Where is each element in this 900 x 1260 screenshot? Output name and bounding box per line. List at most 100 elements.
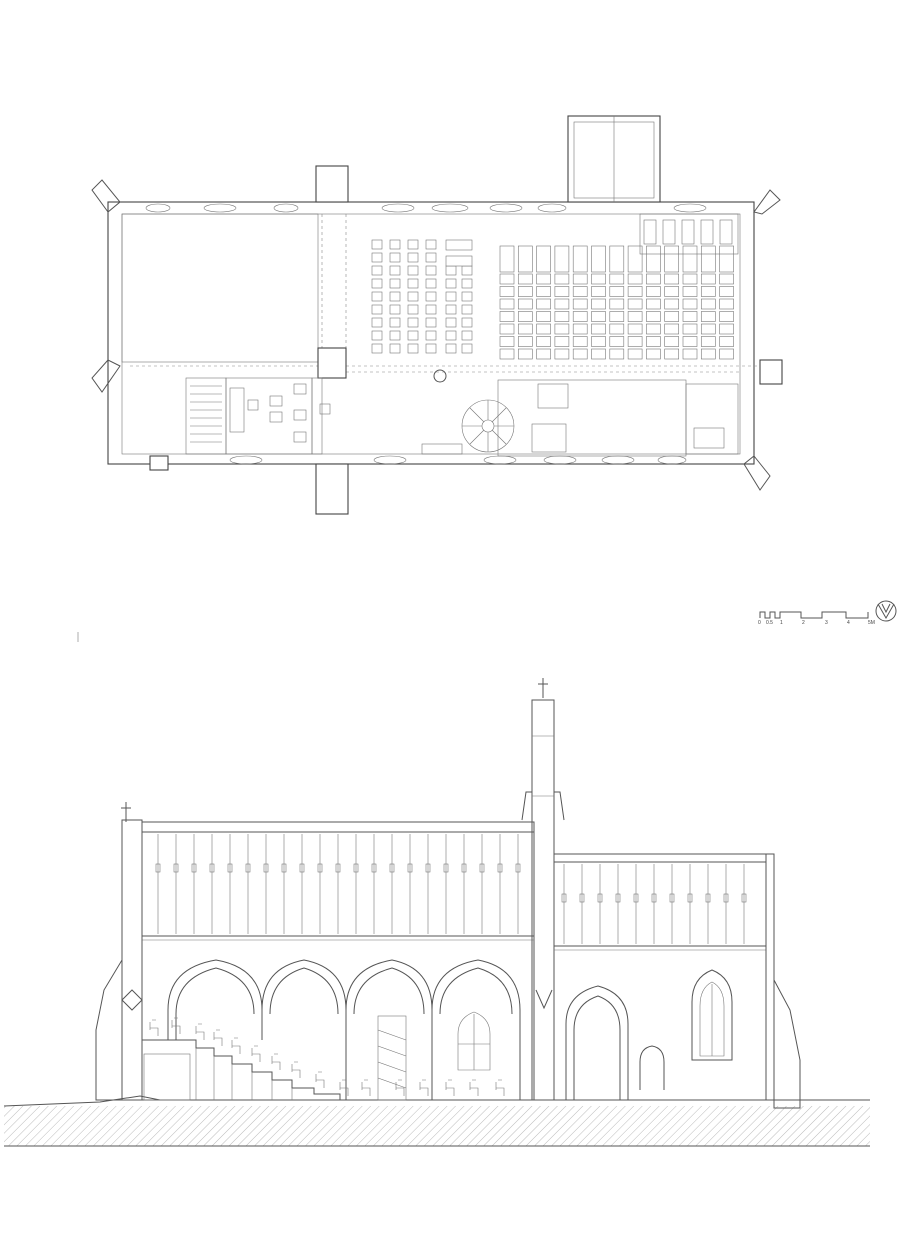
chair [591, 286, 606, 297]
chair [719, 286, 734, 297]
chair [499, 298, 515, 310]
section-spiral-stair [377, 1015, 407, 1101]
chair [419, 1079, 429, 1096]
nave-arches [167, 959, 521, 1100]
chair [627, 273, 643, 285]
truss-bracket [191, 863, 197, 873]
truss-bracket [461, 863, 467, 873]
chair [719, 298, 734, 310]
seat-row-head [591, 245, 606, 273]
chair [682, 336, 698, 347]
chair [425, 343, 437, 354]
scale-label: 4 [847, 620, 850, 626]
truss-bracket [705, 893, 711, 903]
chair [719, 219, 733, 245]
chair [719, 323, 734, 335]
scale-bar: 0 0.5 1 2 3 4 5M [758, 611, 875, 626]
chair [499, 286, 515, 297]
seat-row-head [682, 245, 698, 273]
plan-column [433, 369, 447, 383]
truss-bracket [173, 863, 179, 873]
chair [700, 273, 716, 285]
chair [517, 323, 533, 335]
chair [719, 336, 734, 347]
chair [627, 286, 643, 297]
chair [572, 311, 588, 322]
chair [572, 298, 588, 310]
chair [554, 323, 570, 335]
chair [646, 286, 661, 297]
tower [531, 699, 555, 1101]
chair [609, 298, 625, 310]
chair [517, 298, 533, 310]
chair [536, 323, 551, 335]
seat-row-head [536, 245, 551, 273]
seat-row-head [719, 245, 734, 273]
chair [407, 278, 419, 289]
truss-bracket [479, 863, 485, 873]
chair [315, 1071, 325, 1088]
chair [389, 343, 401, 354]
chair [536, 273, 551, 285]
chapel-window [691, 969, 733, 1061]
chair [231, 1037, 241, 1054]
chair [251, 1045, 261, 1062]
nave-roof-trusses [155, 834, 521, 934]
chapel-arch [565, 985, 665, 1100]
seat-row-head [646, 245, 661, 273]
chair [445, 239, 473, 251]
chapel-roof-trusses [561, 864, 747, 944]
chair [700, 348, 716, 360]
chair [682, 273, 698, 285]
chair [291, 1061, 301, 1078]
chair [339, 1079, 349, 1096]
chair [700, 219, 714, 245]
chair [682, 311, 698, 322]
chair [700, 323, 716, 335]
chair [646, 273, 661, 285]
chair [554, 336, 570, 347]
chair [517, 273, 533, 285]
chair [425, 252, 437, 263]
chair [461, 265, 473, 276]
chair [609, 323, 625, 335]
chair [609, 348, 625, 360]
floor-plan [91, 115, 783, 515]
chair [536, 311, 551, 322]
chair [271, 1053, 281, 1070]
truss-bracket [669, 893, 675, 903]
truss-bracket [209, 863, 215, 873]
plan-central-pier [317, 347, 347, 379]
truss-bracket [281, 863, 287, 873]
chair [445, 317, 457, 328]
chair [389, 265, 401, 276]
truss-bracket [317, 863, 323, 873]
nave-window [457, 1011, 491, 1071]
chair [407, 239, 419, 250]
chair [664, 273, 680, 285]
truss-bracket [579, 893, 585, 903]
chair [407, 343, 419, 354]
truss-bracket [389, 863, 395, 873]
chair [389, 317, 401, 328]
seat-row-head [609, 245, 625, 273]
chair [371, 278, 383, 289]
scale-label: 0.5 [766, 620, 773, 626]
chair [407, 291, 419, 302]
seat-row-head [499, 245, 515, 273]
chair [445, 291, 457, 302]
chair [445, 1079, 455, 1096]
seat-row-head [664, 245, 680, 273]
chair [664, 323, 680, 335]
chair [361, 1079, 371, 1096]
chair [371, 304, 383, 315]
truss-bracket [515, 863, 521, 873]
truss-bracket [245, 863, 251, 873]
chair [371, 343, 383, 354]
chair [395, 1079, 405, 1096]
chair [682, 323, 698, 335]
chair [682, 298, 698, 310]
chair [371, 330, 383, 341]
chair [572, 273, 588, 285]
